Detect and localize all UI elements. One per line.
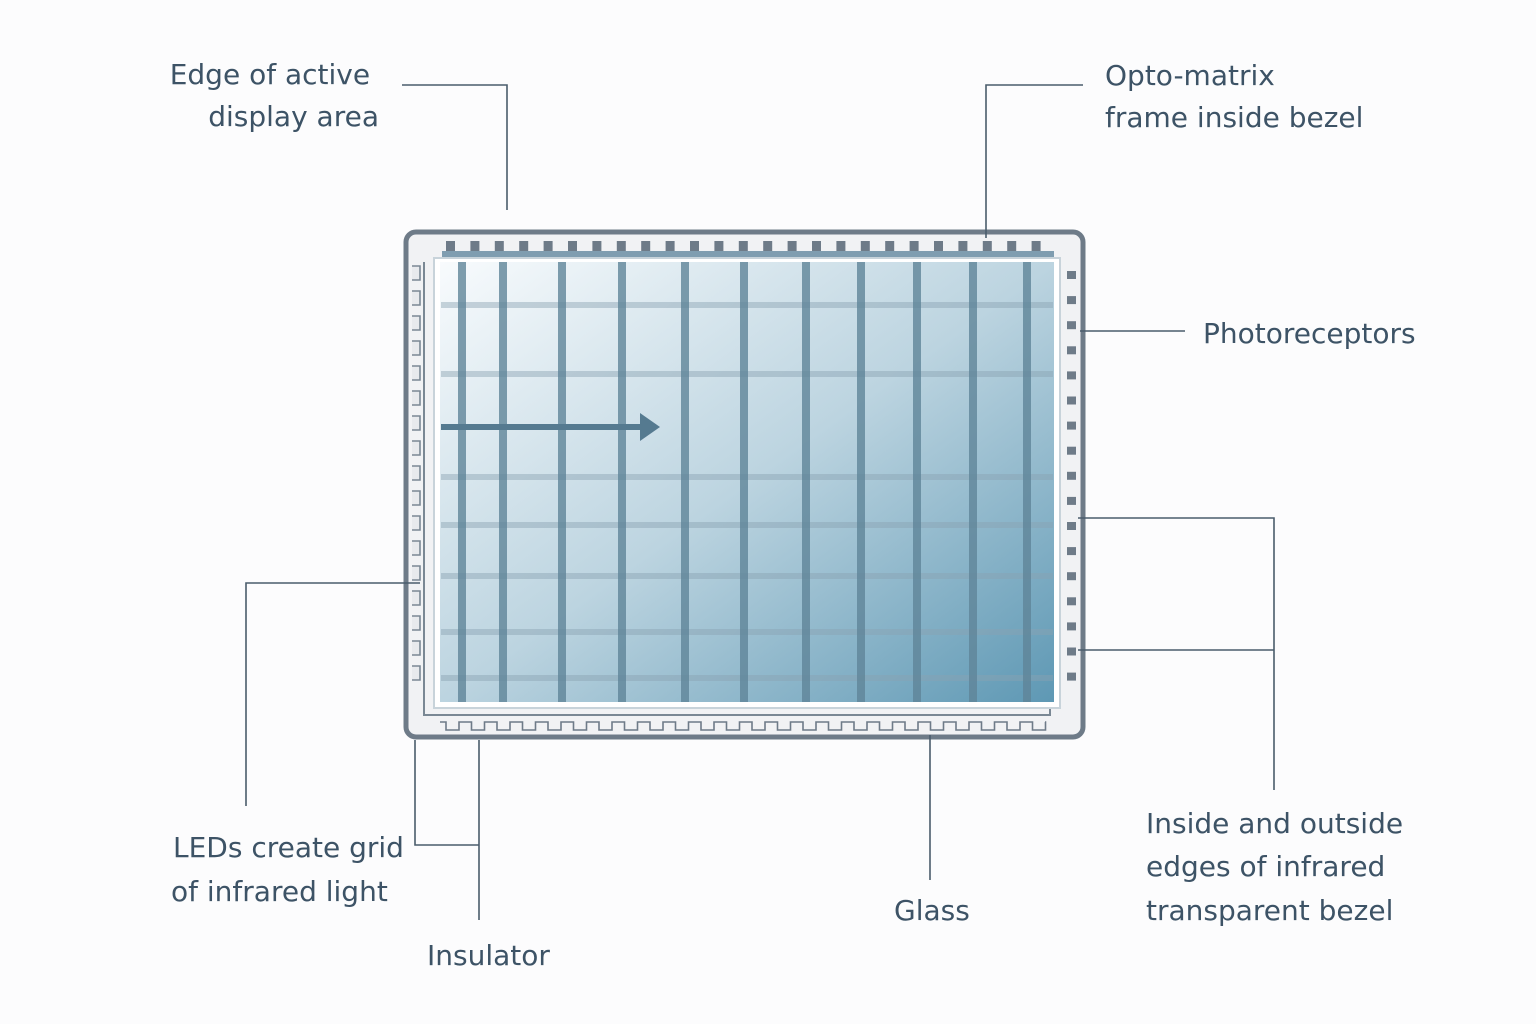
label-insulator: Insulator bbox=[427, 939, 550, 972]
label-leds: LEDs create grid of infrared light bbox=[171, 831, 413, 908]
leader-insulator bbox=[414, 740, 480, 920]
led-left bbox=[412, 390, 421, 406]
insulator-outline bbox=[423, 262, 1051, 716]
photoreceptor-right bbox=[1067, 296, 1076, 305]
photoreceptor-top bbox=[958, 241, 968, 251]
leader-bezel-edges bbox=[1078, 517, 1275, 790]
label-glass: Glass bbox=[894, 894, 970, 927]
photoreceptor-right bbox=[1067, 496, 1076, 505]
vertical-ir-beam bbox=[499, 262, 507, 702]
photoreceptor-top bbox=[909, 241, 919, 251]
photoreceptor-top bbox=[543, 241, 553, 251]
opto-matrix-top-bar bbox=[442, 251, 1054, 257]
photoreceptor-right bbox=[1067, 572, 1076, 581]
photoreceptor-right bbox=[1067, 371, 1076, 380]
vertical-ir-beam bbox=[802, 262, 810, 702]
photoreceptor-top bbox=[665, 241, 675, 251]
led-left bbox=[412, 265, 421, 281]
led-left bbox=[412, 290, 421, 306]
photoreceptor-top bbox=[568, 241, 577, 251]
led-left bbox=[412, 365, 421, 381]
led-left bbox=[412, 440, 421, 456]
vertical-ir-beam bbox=[857, 262, 865, 702]
photoreceptor-top bbox=[860, 241, 870, 251]
photoreceptor-top bbox=[836, 241, 846, 251]
photoreceptor-top bbox=[1007, 241, 1017, 251]
vertical-ir-beam bbox=[1023, 262, 1031, 702]
led-left bbox=[412, 590, 421, 606]
infrared-grid bbox=[441, 262, 1053, 702]
photoreceptor-right bbox=[1067, 597, 1076, 606]
led-left bbox=[412, 465, 421, 481]
emitters-group bbox=[412, 241, 1076, 731]
photoreceptor-top bbox=[494, 241, 504, 251]
photoreceptor-right bbox=[1067, 471, 1076, 480]
photoreceptor-top bbox=[519, 241, 529, 251]
leader-edge-active bbox=[402, 84, 508, 210]
photoreceptor-top bbox=[1031, 241, 1041, 251]
vertical-ir-beam bbox=[558, 262, 566, 702]
photoreceptor-top bbox=[934, 241, 943, 251]
vertical-ir-beam bbox=[969, 262, 977, 702]
photoreceptor-right bbox=[1067, 346, 1076, 355]
led-left bbox=[412, 340, 421, 356]
led-left bbox=[412, 665, 421, 681]
photoreceptor-top bbox=[982, 241, 992, 251]
led-left bbox=[412, 640, 421, 656]
leader-leds bbox=[245, 582, 420, 806]
light-beam-arrow-head bbox=[640, 413, 660, 441]
photoreceptor-top bbox=[690, 241, 699, 251]
led-left bbox=[412, 515, 421, 531]
vertical-ir-beam bbox=[740, 262, 748, 702]
photoreceptor-top bbox=[738, 241, 748, 251]
photoreceptor-right bbox=[1067, 271, 1076, 279]
photoreceptor-top bbox=[616, 241, 626, 251]
vertical-ir-beam bbox=[913, 262, 921, 702]
led-bottom-row bbox=[440, 721, 1047, 731]
vertical-ir-beam bbox=[618, 262, 626, 702]
label-bezel-edges: Inside and outside edges of infrared tra… bbox=[1146, 807, 1412, 927]
photoreceptor-top bbox=[885, 241, 895, 251]
photoreceptor-top bbox=[641, 241, 651, 251]
photoreceptor-top bbox=[470, 241, 480, 251]
led-left bbox=[412, 565, 421, 581]
label-photoreceptors: Photoreceptors bbox=[1203, 317, 1416, 350]
photoreceptor-top bbox=[446, 241, 455, 251]
led-left bbox=[412, 315, 421, 331]
led-left bbox=[412, 490, 421, 506]
photoreceptor-right bbox=[1067, 672, 1076, 681]
photoreceptor-right bbox=[1067, 522, 1076, 530]
label-edge-active: Edge of active display area bbox=[170, 58, 379, 133]
photoreceptor-right bbox=[1067, 622, 1076, 631]
photoreceptor-right bbox=[1067, 547, 1076, 556]
photoreceptor-right bbox=[1067, 647, 1076, 656]
photoreceptor-right bbox=[1067, 446, 1076, 455]
vertical-ir-beam bbox=[458, 262, 466, 702]
vertical-ir-beam bbox=[681, 262, 689, 702]
photoreceptor-top bbox=[714, 241, 724, 251]
photoreceptor-right bbox=[1067, 321, 1076, 330]
led-left bbox=[412, 615, 421, 631]
leader-opto-matrix bbox=[985, 84, 1083, 238]
photoreceptor-top bbox=[787, 241, 797, 251]
photoreceptor-top bbox=[763, 241, 773, 251]
photoreceptor-top bbox=[592, 241, 602, 251]
photoreceptor-right bbox=[1067, 421, 1076, 430]
photoreceptor-top bbox=[812, 241, 821, 251]
photoreceptor-right bbox=[1067, 396, 1076, 405]
led-left bbox=[412, 415, 421, 431]
label-opto-matrix: Opto-matrix frame inside bezel bbox=[1105, 59, 1363, 134]
led-left bbox=[412, 540, 421, 556]
